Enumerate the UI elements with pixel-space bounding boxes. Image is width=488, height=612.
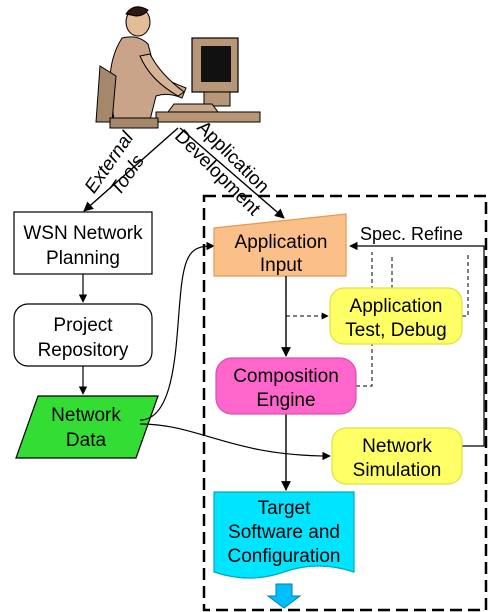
svg-text:Engine: Engine	[256, 390, 315, 411]
svg-text:Input: Input	[260, 255, 303, 276]
network-simulation-node: Network Simulation	[331, 427, 463, 485]
svg-text:Software and: Software and	[228, 522, 340, 543]
svg-text:Network: Network	[51, 405, 121, 426]
data-to-simulation-curve	[139, 423, 331, 461]
svg-text:Application: Application	[350, 296, 443, 317]
svg-text:Network: Network	[362, 436, 432, 457]
wsn-network-planning-node: WSN Network Planning	[13, 211, 153, 275]
app-development-arrow	[179, 127, 285, 219]
target-software-node: Target Software and Configuration	[213, 491, 355, 579]
svg-text:Test, Debug: Test, Debug	[345, 320, 446, 341]
project-repository-node: Project Repository	[13, 303, 153, 367]
application-input-node: Application Input	[213, 213, 347, 277]
svg-text:Project: Project	[53, 315, 113, 336]
svg-text:Data: Data	[66, 430, 107, 451]
down-arrow-icon	[266, 583, 302, 609]
development-boundary	[202, 194, 488, 612]
external-tools-arrow	[83, 127, 179, 212]
svg-text:Configuration: Configuration	[227, 546, 340, 567]
application-development-label: Application Development	[170, 117, 273, 220]
external-tools-label: External Tools	[81, 128, 149, 200]
svg-text:Composition: Composition	[233, 366, 339, 387]
sim-feedback-line	[349, 241, 485, 447]
network-data-node: Network Data	[15, 395, 159, 459]
spec-refine-label: Spec. Refine	[360, 224, 463, 244]
svg-text:Simulation: Simulation	[353, 460, 442, 481]
svg-text:Target: Target	[258, 498, 312, 519]
svg-text:WSN Network: WSN Network	[23, 223, 143, 244]
person-at-computer-icon	[95, 6, 261, 129]
svg-text:Planning: Planning	[46, 248, 120, 269]
data-to-input-curve	[139, 241, 215, 421]
test-feedback-line	[462, 252, 469, 317]
svg-text:Application: Application	[235, 232, 328, 253]
composition-engine-node: Composition Engine	[215, 357, 357, 415]
svg-text:Repository: Repository	[38, 340, 129, 361]
application-test-debug-node: Application Test, Debug	[329, 287, 463, 345]
